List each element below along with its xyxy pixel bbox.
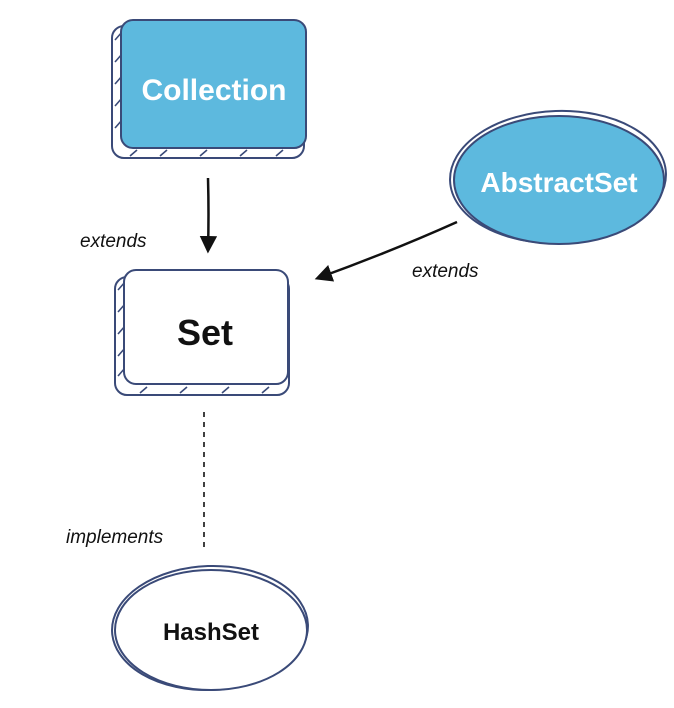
edge-collection-to-set: extends bbox=[80, 177, 218, 254]
abstractset-to-set-arrow bbox=[314, 220, 458, 282]
collection-to-set-label: extends bbox=[80, 231, 147, 252]
hashset-node: HashSet bbox=[111, 564, 309, 692]
abstractset-label: AbstractSet bbox=[480, 167, 637, 198]
edge-set-to-hashset: implements bbox=[66, 412, 205, 550]
collection-label: Collection bbox=[141, 74, 286, 107]
hashset-label: HashSet bbox=[163, 619, 259, 646]
abstractset-node: AbstractSet bbox=[449, 109, 667, 245]
set-node: Set bbox=[114, 269, 290, 396]
set-to-hashset-label: implements bbox=[66, 527, 164, 548]
set-label: Set bbox=[177, 312, 233, 353]
edge-abstractset-to-set: extends bbox=[314, 220, 479, 282]
abstractset-to-set-label: extends bbox=[412, 261, 479, 282]
collection-node: Collection bbox=[111, 19, 307, 159]
collection-to-set-arrow bbox=[199, 177, 218, 254]
